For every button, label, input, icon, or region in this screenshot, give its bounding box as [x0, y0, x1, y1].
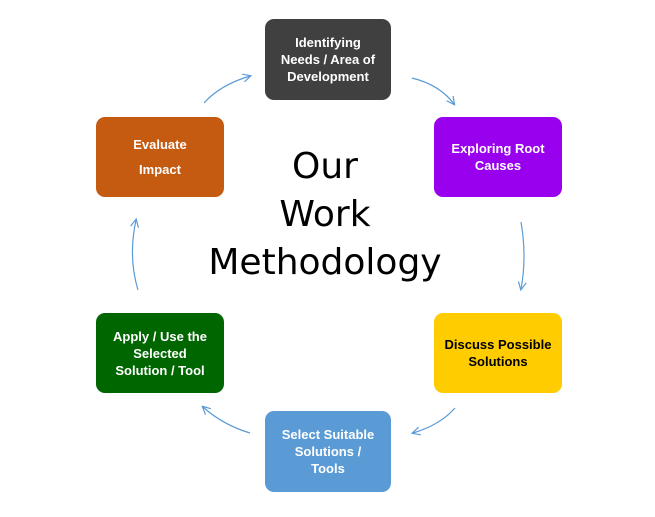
- step-label-line: Identifying: [295, 35, 361, 50]
- step-label-line: Solution / Tool: [115, 362, 205, 378]
- title-line: Work: [279, 194, 371, 235]
- step-evaluate-impact: Evaluate Impact: [96, 117, 224, 197]
- step-label-line: Evaluate: [133, 137, 187, 152]
- step-label-line: Impact: [139, 162, 181, 177]
- step-exploring-root-causes: Exploring Root Causes: [434, 117, 562, 197]
- arrow-discuss-to-select: [413, 407, 456, 433]
- arrow-evaluate-to-identify: [203, 76, 250, 104]
- arrow-select-to-apply: [203, 407, 251, 434]
- arrow-apply-to-evaluate: [132, 220, 138, 291]
- step-apply-solution: Apply / Use the Selected Solution / Tool: [96, 313, 224, 393]
- diagram-title: Our Work Methodology: [190, 143, 460, 287]
- arrow-identify-to-explore: [411, 77, 454, 104]
- step-label-line: Discuss Possible: [444, 337, 552, 352]
- arrow-explore-to-discuss: [521, 221, 524, 289]
- step-label-line: Solutions: [468, 354, 528, 369]
- step-label-line: Exploring Root: [451, 141, 545, 156]
- step-label-line: Needs / Area of: [280, 52, 376, 67]
- step-discuss-solutions: Discuss Possible Solutions: [434, 313, 562, 393]
- step-label-line: Causes: [474, 158, 522, 173]
- step-label-line: Apply / Use the: [113, 328, 207, 344]
- step-label-line: Selected: [133, 345, 187, 361]
- title-line: Methodology: [208, 242, 442, 283]
- step-identifying-needs: Identifying Needs / Area of Development: [265, 19, 391, 100]
- title-line: Our: [292, 146, 358, 187]
- step-label-line: Select Suitable: [281, 427, 375, 442]
- step-label-line: Tools: [311, 461, 345, 476]
- step-label-line: Development: [287, 69, 369, 84]
- step-label-line: Solutions /: [294, 444, 362, 459]
- step-select-solutions: Select Suitable Solutions / Tools: [265, 411, 391, 492]
